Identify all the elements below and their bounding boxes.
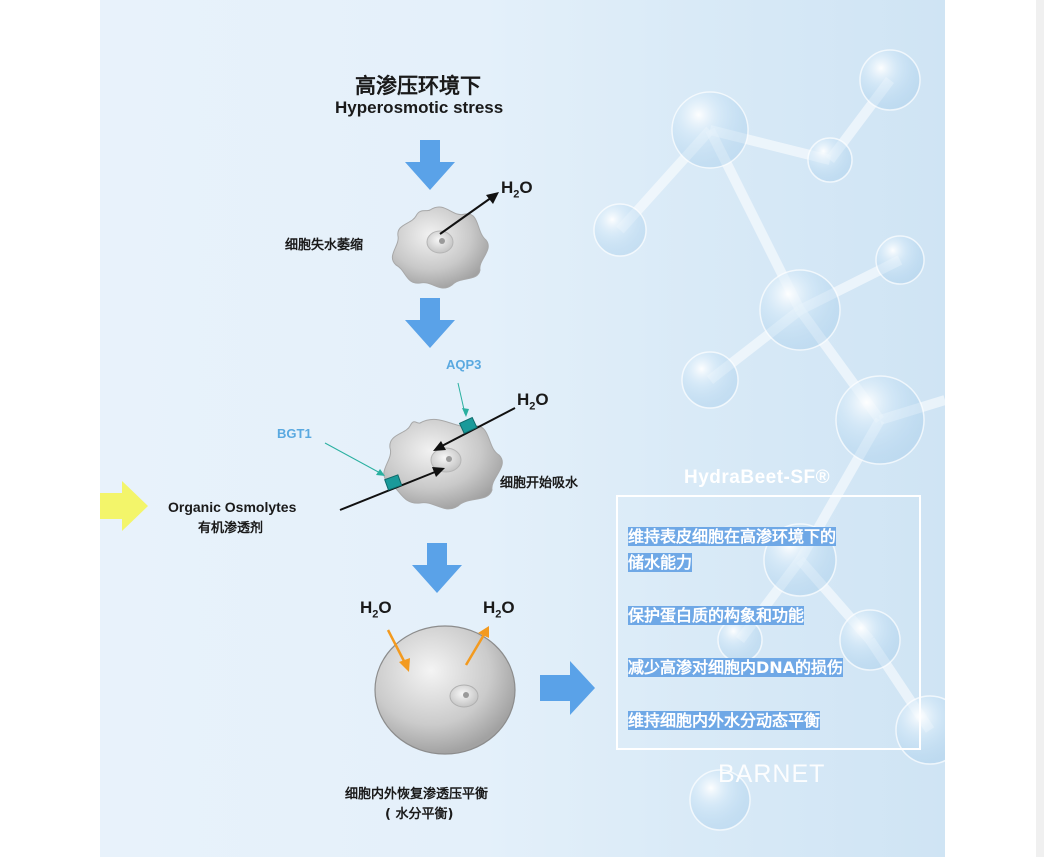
right-edge-strip — [1036, 0, 1044, 857]
benefit-1-line-1: 维持表皮细胞在高渗环境下的 — [628, 527, 837, 546]
flow-arrow-1 — [405, 140, 455, 190]
step2-water-label: H2O — [517, 390, 549, 413]
water-out-arrowhead-orange — [478, 626, 489, 638]
step3-water-left: H2O — [360, 598, 392, 621]
water-in-arrow-orange — [386, 629, 408, 666]
water-out-arrow-1 — [439, 194, 496, 235]
shrunken-cell — [391, 206, 489, 289]
osmolytes-cn: 有机渗透剂 — [198, 521, 264, 536]
absorbing-cell — [383, 418, 503, 510]
bgt1-pointer — [324, 442, 383, 475]
flow-arrow-right — [540, 661, 595, 715]
benefit-3: 减少高渗对细胞内DNA的损伤 — [628, 658, 844, 677]
flow-arrow-3 — [412, 543, 462, 593]
benefit-1-line-2: 储水能力 — [628, 553, 693, 572]
title-cn: 高渗压环境下 — [355, 74, 481, 98]
watermark: BARNET — [718, 760, 826, 788]
aqp3-pointer-head — [462, 408, 469, 417]
step3-sublabel: ( 水分平衡) — [385, 807, 454, 822]
step3-label: 细胞内外恢复渗透压平衡 — [345, 787, 489, 802]
water-out-arrow-orange — [464, 632, 487, 666]
water-out-arrowhead-1 — [486, 192, 499, 204]
title-en: Hyperosmotic stress — [335, 98, 504, 117]
water-in-arrowhead-orange — [399, 658, 410, 672]
osmolytes-en: Organic Osmolytes — [168, 499, 297, 515]
water-in-arrowhead — [433, 441, 446, 451]
molecule-atoms — [593, 49, 945, 831]
product-name: HydraBeet-SF® — [684, 467, 831, 488]
step1-water-label: H2O — [501, 178, 533, 201]
benefit-2: 保护蛋白质的构象和功能 — [628, 606, 805, 625]
benefits-box — [616, 495, 921, 750]
step1-label: 细胞失水萎缩 — [285, 238, 364, 253]
step3-water-right: H2O — [483, 598, 515, 621]
bgt1-pointer-head — [376, 469, 385, 476]
aqp3-label: AQP3 — [446, 357, 482, 372]
diagram-canvas — [100, 0, 945, 857]
osmolyte-input-arrow — [100, 481, 148, 531]
osmolyte-in-arrowhead — [432, 467, 445, 477]
step2-label: 细胞开始吸水 — [500, 476, 579, 491]
benefit-4: 维持细胞内外水分动态平衡 — [628, 711, 821, 730]
aqp3-channel — [458, 416, 478, 435]
flow-arrow-2 — [405, 298, 455, 348]
bgt1-label: BGT1 — [277, 426, 312, 441]
bgt1-channel — [384, 474, 403, 491]
